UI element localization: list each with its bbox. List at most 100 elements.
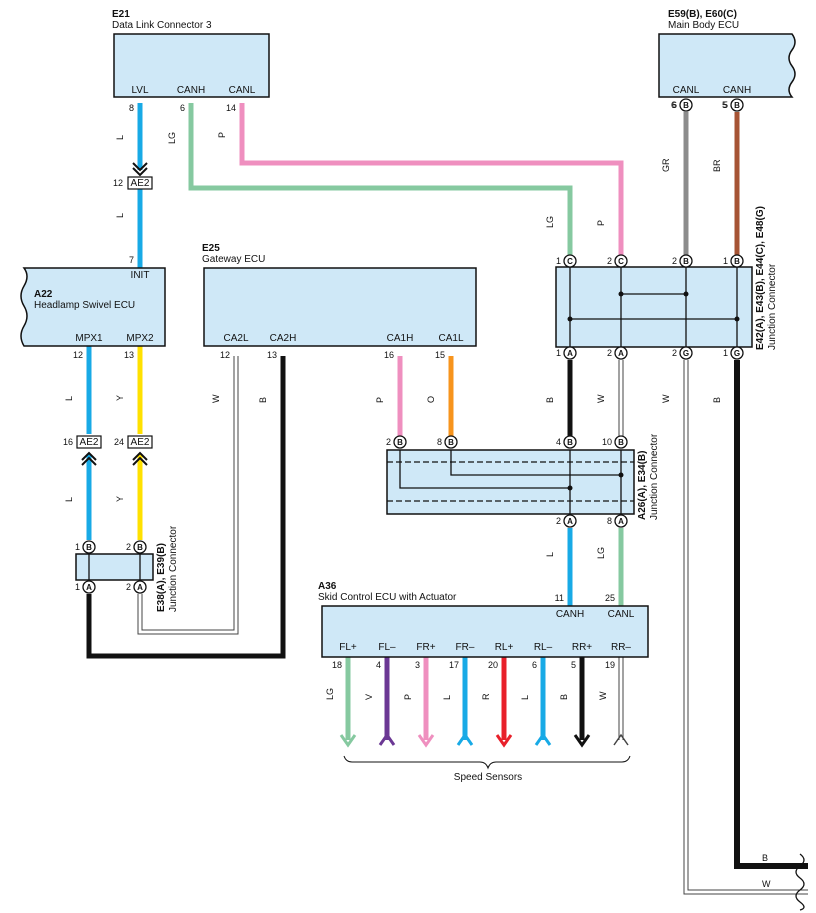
ae2-connector-2: 16 AE2 <box>63 435 102 466</box>
skid-term-canl: CANL <box>608 609 635 620</box>
wc-exit-b: B <box>762 853 768 863</box>
headlamp-pin-13: 13 <box>124 350 134 360</box>
skid-sensor-pin-2: 3 <box>415 660 420 670</box>
a26-top-4-letter: B <box>618 438 624 447</box>
skid-term-canh: CANH <box>556 609 584 620</box>
dlc3-term-lvl: LVL <box>131 85 148 96</box>
wc-gr: GR <box>661 158 671 172</box>
dlc3-term-canh: CANH <box>177 85 205 96</box>
skid-term-6: RR+ <box>572 642 592 653</box>
a26-top-2-pin: 8 <box>437 437 442 447</box>
e42-top-2-letter: C <box>618 257 624 266</box>
dlc3-pin-14: 14 <box>226 103 236 113</box>
wc-can-lg: LG <box>596 547 606 559</box>
a26-top-2-letter: B <box>448 438 454 447</box>
headlamp-term-mpx2: MPX2 <box>126 333 154 344</box>
main-body-pin-6-terminal: B6 <box>672 98 693 112</box>
e42-bot-4-pin: 1 <box>723 348 728 358</box>
junction-a26-name: Junction Connector <box>649 433 660 520</box>
main-body-ecu-code: E59(B), E60(C) <box>668 9 737 20</box>
wire-ca2l-w-outline <box>137 356 239 635</box>
svg-text:AE2: AE2 <box>80 437 99 448</box>
skid-term-3: FR– <box>456 642 475 653</box>
sensor-arrow-1 <box>378 732 396 746</box>
gateway-term-ca1l: CA1L <box>438 333 463 344</box>
wc-sensor-2: P <box>403 694 413 700</box>
dlc3-pin-6: 6 <box>180 103 185 113</box>
wc-exit-w: W <box>762 879 771 889</box>
wire-ca2l-w <box>138 356 238 634</box>
wc-mpx2-a: Y <box>115 395 125 401</box>
a26-bot-2-pin: 8 <box>607 516 612 526</box>
main-body-ecu-name: Main Body ECU <box>668 20 739 31</box>
wc-jc-w2: W <box>661 394 671 403</box>
wc-sensor-1: V <box>364 694 374 700</box>
e42-bot-4-letter: G <box>734 349 740 358</box>
svg-text:AE2: AE2 <box>131 437 150 448</box>
wire-canh-lg <box>188 103 573 256</box>
junction-e42-box <box>555 266 753 348</box>
e38-bot-2-letter: A <box>137 583 143 592</box>
skid-sensor-pin-5: 6 <box>532 660 537 670</box>
wc-sensor-7: W <box>598 691 608 700</box>
junction-a26-box <box>386 449 635 515</box>
e38-top-2-letter: B <box>137 543 143 552</box>
junction-e42-bus <box>569 267 738 347</box>
e42-top-3-terminal: B2 <box>672 254 693 268</box>
a26-top-2-terminal: B8 <box>437 435 458 449</box>
wc-canl: P <box>217 132 227 138</box>
e42-bot-2-terminal: A2 <box>607 346 628 360</box>
headlamp-pin-7: 7 <box>129 255 134 265</box>
gateway-term-ca1h: CA1H <box>387 333 414 344</box>
e38-bot-1-letter: A <box>86 583 92 592</box>
wc-sensor-3: L <box>442 695 452 700</box>
a26-top-3-terminal: B4 <box>556 435 577 449</box>
e42-bot-3-letter: G <box>683 349 689 358</box>
sensor-arrow-2 <box>417 734 435 748</box>
main-body-pin-5-pin: 5 <box>723 100 728 110</box>
main-body-term-canl: CANL <box>673 85 700 96</box>
svg-text:24: 24 <box>114 437 124 447</box>
e38-top-1-letter: B <box>86 543 92 552</box>
a26-bot-2-terminal: A8 <box>607 514 628 528</box>
e42-top-4-pin: 1 <box>723 256 728 266</box>
wc-ca1l: O <box>426 396 436 403</box>
skid-sensor-pin-0: 18 <box>332 660 342 670</box>
sensor-arrow-7 <box>613 733 629 746</box>
gateway-ecu-name: Gateway ECU <box>202 254 265 265</box>
sensor-arrow-4 <box>495 734 513 748</box>
wc-jc-b: B <box>545 397 555 403</box>
e42-top-1-pin: 1 <box>556 256 561 266</box>
main-body-pin-5-terminal: B5 <box>723 98 744 112</box>
e42-top-2-terminal: C2 <box>607 254 628 268</box>
gateway-pin-13: 13 <box>267 350 277 360</box>
e42-top-4-terminal: B1 <box>723 254 744 268</box>
gateway-term-ca2l: CA2L <box>223 333 248 344</box>
wc-lvl: L <box>115 135 125 140</box>
headlamp-swivel-ecu-box <box>20 267 166 347</box>
e42-bot-4-terminal: G1 <box>723 346 744 360</box>
headlamp-pin-12: 12 <box>73 350 83 360</box>
main-body-pin-5-letter: B <box>734 101 740 110</box>
gateway-ecu-code: E25 <box>202 243 220 254</box>
a26-bot-1-terminal: A2 <box>556 514 577 528</box>
skid-sensor-pin-4: 20 <box>488 660 498 670</box>
svg-text:AE2: AE2 <box>131 178 150 189</box>
skid-control-name: Skid Control ECU with Actuator <box>318 592 457 603</box>
skid-term-7: RR– <box>611 642 631 653</box>
wc-br: BR <box>712 159 722 172</box>
main-body-term-canh: CANH <box>723 85 751 96</box>
dlc3-term-canl: CANL <box>229 85 256 96</box>
e38-bot-1-pin: 1 <box>75 582 80 592</box>
e42-top-1-letter: C <box>567 257 573 266</box>
sensor-arrow-6 <box>573 734 591 748</box>
skid-sensor-pin-3: 17 <box>449 660 459 670</box>
skid-sensor-pin-1: 4 <box>376 660 381 670</box>
skid-term-1: FL– <box>378 642 396 653</box>
skid-term-4: RL+ <box>495 642 514 653</box>
ae2-connector-1: 12 AE2 <box>113 162 153 190</box>
e38-top-2-pin: 2 <box>126 542 131 552</box>
sensor-arrow-3 <box>456 732 474 746</box>
e38-top-1-terminal: B1 <box>75 540 96 554</box>
e38-bot-2-pin: 2 <box>126 582 131 592</box>
